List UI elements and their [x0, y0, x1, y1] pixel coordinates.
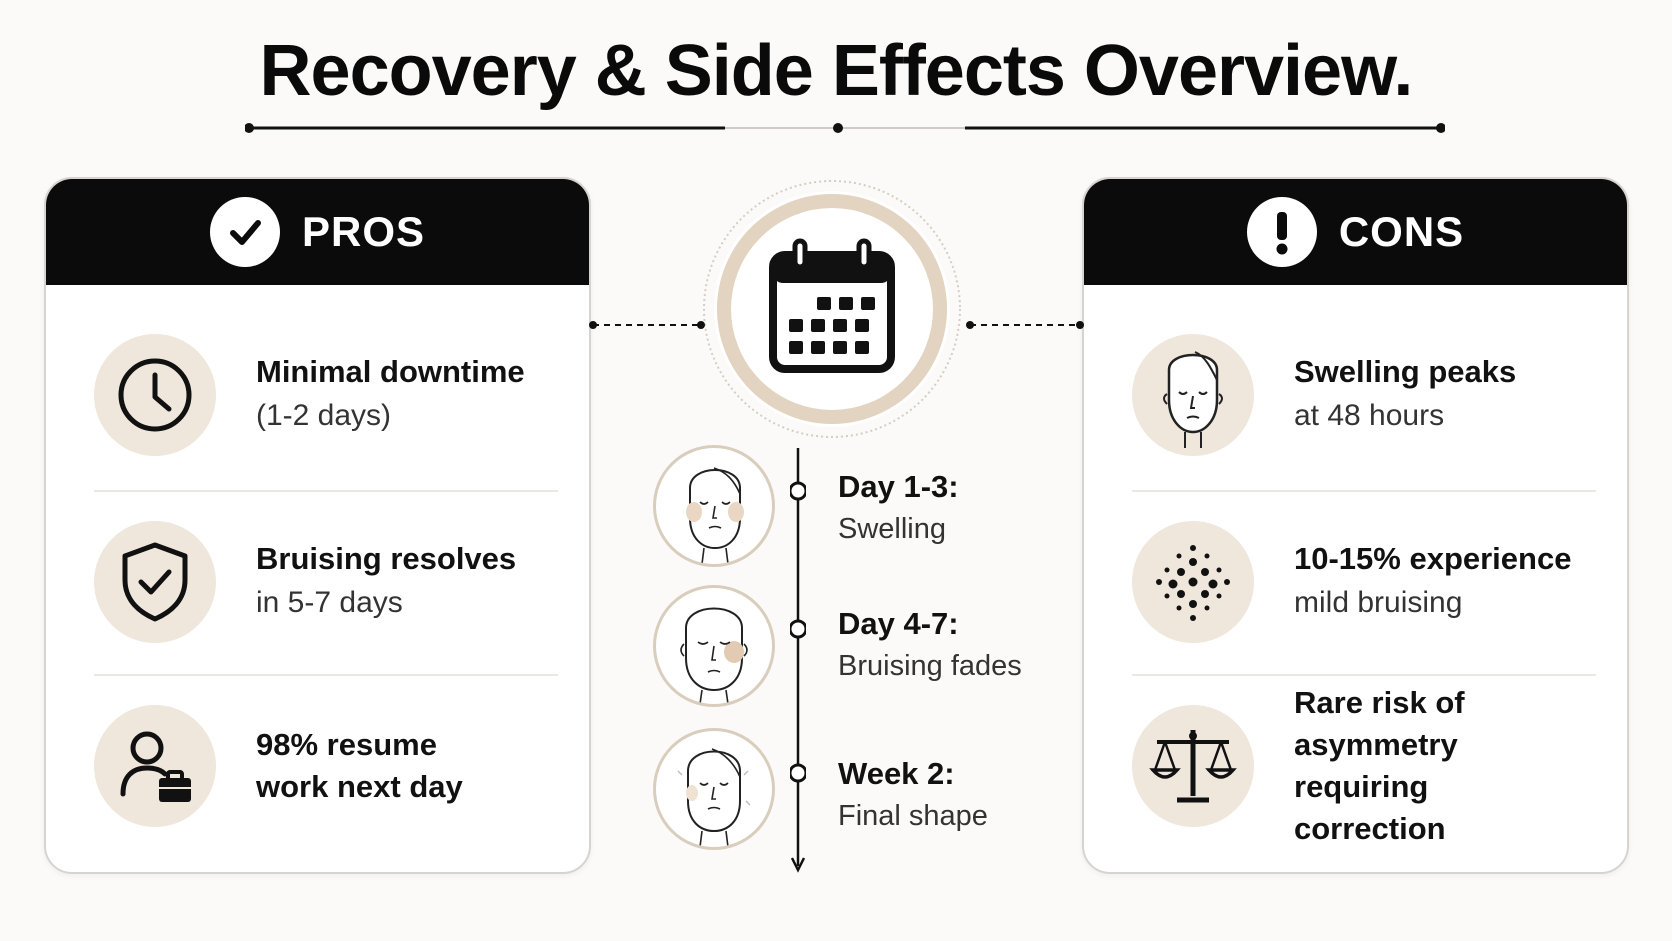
face-icon — [1132, 334, 1254, 456]
divider — [1132, 490, 1596, 492]
cons-panel: CONS Swelling peaks at 48 hours — [1082, 177, 1629, 874]
check-icon — [209, 197, 280, 267]
calendar-badge — [700, 177, 964, 441]
cons-title: CONS — [1338, 208, 1465, 255]
cons-item-2-title: 10-15% experience — [1294, 540, 1572, 576]
person-briefcase-icon — [94, 705, 216, 827]
clock-icon — [94, 334, 216, 456]
cons-item-2-detail: mild bruising — [1294, 585, 1463, 619]
pros-item-1-title: Minimal downtime — [256, 353, 525, 389]
calendar-icon — [769, 238, 895, 373]
connector-right — [966, 321, 1084, 329]
pros-item-1-detail: (1-2 days) — [256, 398, 392, 432]
timeline-stage-2: Day 4-7: Bruising fades — [838, 603, 1022, 687]
cons-item-1-title: Swelling peaks — [1294, 353, 1517, 389]
pros-title: PROS — [301, 208, 426, 255]
cons-item-bruising: 10-15% experience mild bruising — [1132, 492, 1596, 672]
page-title: Recovery & Side Effects Overview. — [259, 31, 1414, 111]
pros-item-bruising: Bruising resolves in 5-7 days — [94, 492, 558, 672]
cons-item-1-detail: at 48 hours — [1294, 398, 1445, 432]
scale-icon — [1132, 705, 1254, 827]
pros-item-3-line-1: 98% resume — [256, 727, 437, 763]
pros-item-2-detail: in 5-7 days — [256, 585, 403, 619]
stage-2-desc: Bruising fades — [838, 649, 1022, 682]
cons-item-swelling: Swelling peaks at 48 hours — [1132, 305, 1596, 485]
cons-item-3-line-3: correction — [1294, 810, 1446, 846]
pros-header: PROS — [46, 179, 589, 285]
timeline-stage-1: Day 1-3: Swelling — [838, 466, 959, 550]
stage-3-desc: Final shape — [838, 799, 988, 832]
stage-3-label: Week 2: — [838, 756, 955, 791]
cons-header: CONS — [1084, 179, 1627, 285]
divider — [1132, 674, 1596, 676]
pros-item-2-title: Bruising resolves — [256, 540, 517, 576]
title-divider — [245, 123, 1445, 133]
stage-1-desc: Swelling — [838, 512, 946, 545]
pros-item-downtime: Minimal downtime (1-2 days) — [94, 305, 558, 485]
pros-item-resume-work: 98% resume work next day — [94, 676, 558, 856]
face-swelling-icon — [653, 445, 775, 567]
divider — [94, 674, 558, 676]
dots-icon — [1132, 521, 1254, 643]
pros-panel: PROS Minimal downtime (1-2 days) Bruisin… — [44, 177, 591, 874]
shield-check-icon — [94, 521, 216, 643]
exclamation-icon — [1246, 197, 1317, 267]
face-final-shape-icon — [653, 728, 775, 850]
pros-item-3-line-2: work next day — [256, 769, 463, 804]
cons-item-3-line-2: asymmetry requiring — [1294, 727, 1458, 804]
face-bruising-icon — [653, 585, 775, 707]
cons-item-asymmetry: Rare risk of asymmetry requiring correct… — [1132, 676, 1596, 856]
timeline-line — [790, 448, 806, 873]
stage-1-label: Day 1-3: — [838, 469, 959, 504]
connector-left — [589, 321, 705, 329]
timeline-stage-3: Week 2: Final shape — [838, 753, 988, 837]
stage-2-label: Day 4-7: — [838, 606, 959, 641]
divider — [94, 490, 558, 492]
cons-item-3-line-1: Rare risk of — [1294, 685, 1465, 721]
